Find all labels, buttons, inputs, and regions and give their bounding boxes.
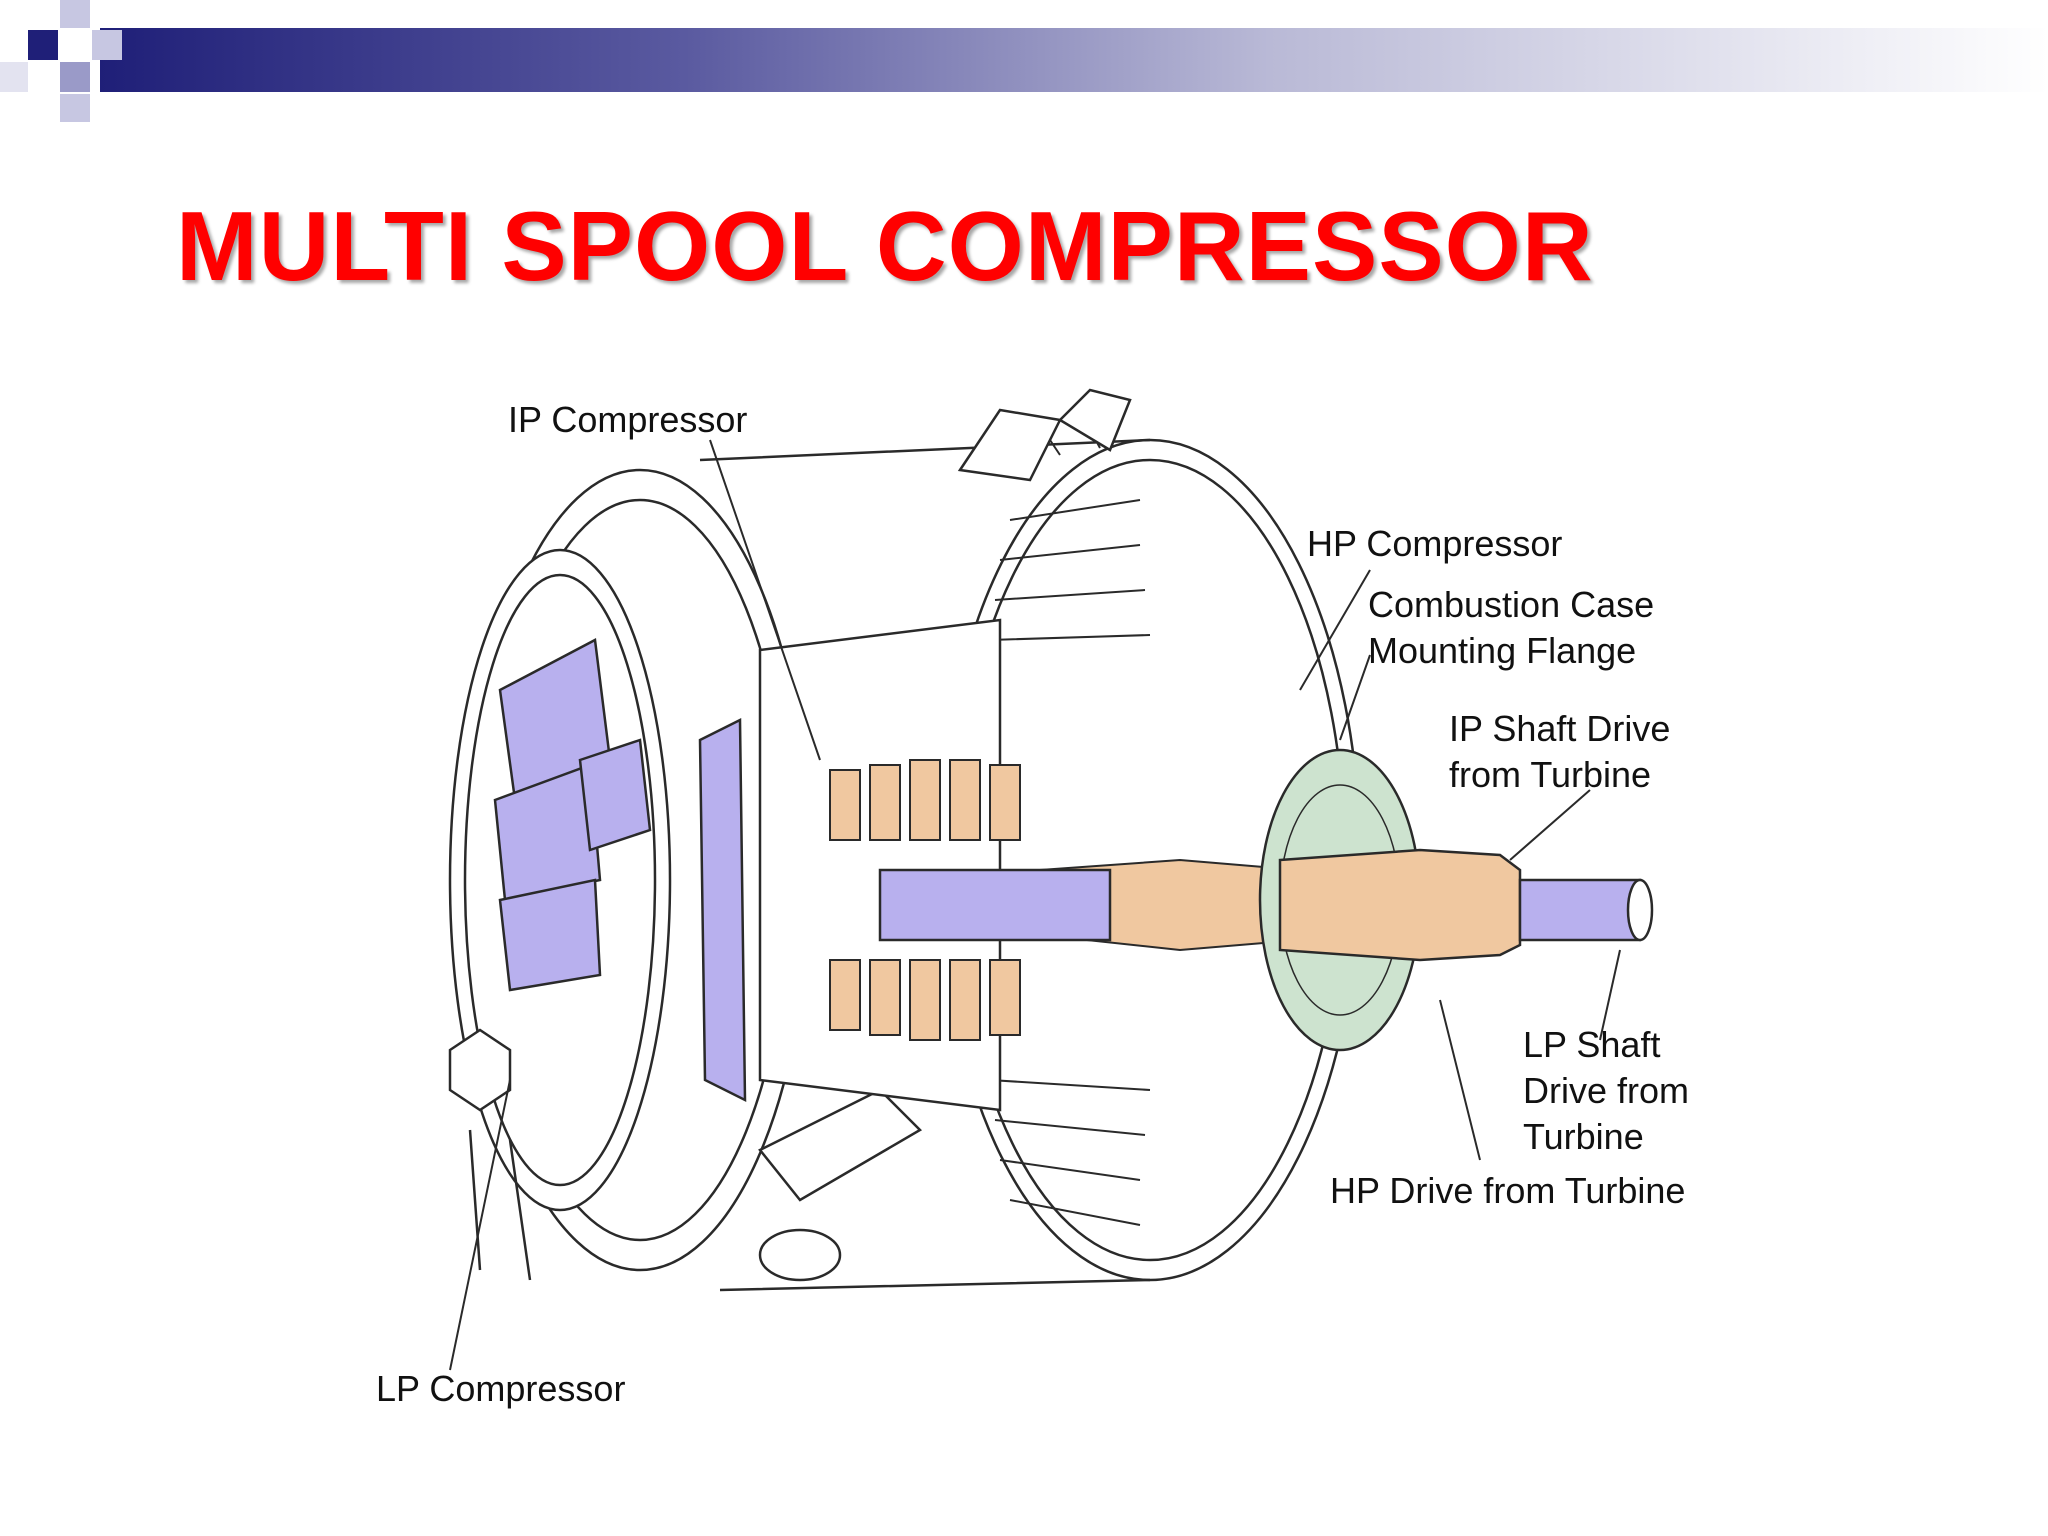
leader-lines [449, 439, 1621, 1371]
label-lp-shaft-line1: LP Shaft [1523, 1024, 1661, 1065]
label-combustion-case-line1: Combustion Case [1368, 584, 1655, 625]
label-ip-shaft-line1: IP Shaft Drive [1449, 708, 1671, 749]
lp-shaft [878, 868, 1654, 942]
label-lp-compressor: LP Compressor [376, 1368, 626, 1409]
header-square-light-5 [60, 94, 90, 122]
lp-compressor-blades [493, 638, 747, 1103]
label-lp-shaft-line2: Drive from [1523, 1070, 1690, 1111]
hp-drive-section [1278, 848, 1522, 962]
header-square-light-4 [0, 62, 28, 92]
label-ip-compressor: IP Compressor [508, 399, 748, 440]
slide-title: MULTI SPOOL COMPRESSOR [176, 191, 1594, 301]
label-hp-drive: HP Drive from Turbine [1330, 1170, 1686, 1211]
header-square-light-2 [92, 30, 122, 60]
label-hp-compressor: HP Compressor [1307, 523, 1563, 564]
label-ip-shaft-line2: from Turbine [1449, 754, 1652, 795]
label-combustion-case-line2: Mounting Flange [1368, 630, 1637, 671]
header-square-light-1 [60, 0, 90, 28]
header-square-light-3 [60, 62, 90, 92]
header-gradient-bar [100, 28, 2048, 92]
label-lp-shaft-line3: Turbine [1523, 1116, 1644, 1157]
header-square-dark [28, 30, 58, 60]
